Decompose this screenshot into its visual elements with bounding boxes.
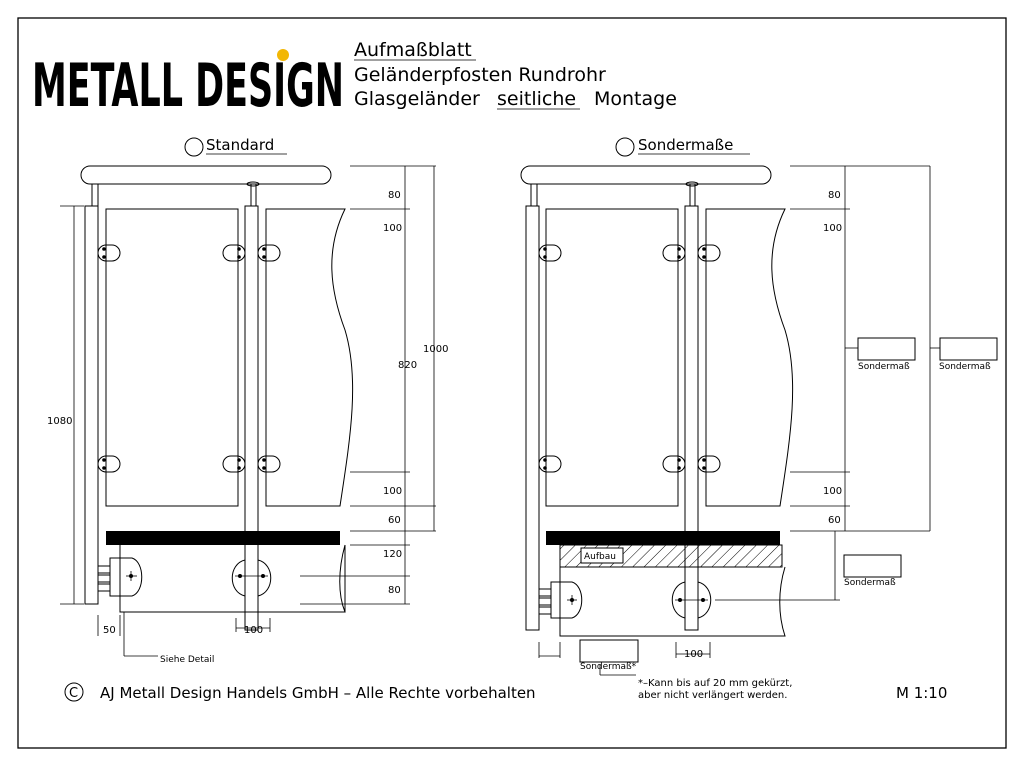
copyright-letter: C bbox=[69, 686, 78, 701]
sheet-frame bbox=[17, 17, 1007, 749]
dim-right-glass-top: 100 bbox=[823, 223, 842, 234]
title-mounting-emph: seitliche bbox=[497, 88, 576, 110]
brand-logo: METALL DESIGN bbox=[32, 51, 344, 121]
option-custom-checkbox[interactable] bbox=[615, 137, 635, 157]
custom-size-field-slab[interactable] bbox=[843, 554, 902, 578]
dim-right-floor-gap: 60 bbox=[828, 515, 841, 526]
dim-left-flange-width: 50 bbox=[103, 625, 116, 636]
custom-size-field-buildup[interactable] bbox=[579, 639, 639, 663]
dim-left-floor-gap: 60 bbox=[388, 515, 401, 526]
title-mounting-prefix: Glasgeländer bbox=[354, 88, 480, 110]
dim-left-slab: 120 bbox=[383, 549, 402, 560]
dimension-lines-custom bbox=[715, 165, 940, 601]
dim-left-bolt-spacing: 100 bbox=[244, 625, 263, 636]
copyright-icon bbox=[64, 682, 84, 702]
dim-right-bolt-spacing: 100 bbox=[684, 649, 703, 660]
brand-logo-dot bbox=[277, 49, 289, 61]
title-sheet-type: Aufmaßblatt bbox=[354, 39, 472, 61]
dimension-lines-standard bbox=[60, 165, 436, 605]
option-standard-checkbox[interactable] bbox=[184, 137, 204, 157]
dim-left-total-height: 1080 bbox=[47, 416, 72, 427]
label-build-up: Aufbau bbox=[584, 552, 616, 562]
footer-company: AJ Metall Design Handels GmbH – Alle Rec… bbox=[100, 684, 536, 702]
label-custom-overall: Sondermaß bbox=[939, 362, 991, 372]
option-standard-label: Standard bbox=[206, 136, 274, 154]
custom-size-field-overall[interactable] bbox=[939, 337, 998, 361]
dim-left-glass-bottom: 100 bbox=[383, 486, 402, 497]
footer-scale: M 1:10 bbox=[896, 684, 947, 702]
custom-size-field-glass[interactable] bbox=[857, 337, 916, 361]
title-mounting-suffix: Montage bbox=[594, 88, 677, 110]
dim-left-overall-rail: 1000 bbox=[423, 344, 448, 355]
title-post-type: Geländerpfosten Rundrohr bbox=[354, 64, 606, 86]
glass-clamp bbox=[97, 244, 281, 473]
dim-left-glass-top: 100 bbox=[383, 223, 402, 234]
label-custom-glass: Sondermaß bbox=[858, 362, 910, 372]
dim-left-rail-gap: 80 bbox=[388, 190, 401, 201]
option-custom-label: Sondermaße bbox=[638, 136, 733, 154]
dim-right-rail-gap: 80 bbox=[828, 190, 841, 201]
label-see-detail: Siehe Detail bbox=[160, 655, 214, 665]
drawing-standard bbox=[80, 165, 354, 657]
dim-left-bolt-offset: 80 bbox=[388, 585, 401, 596]
drawing-custom bbox=[520, 165, 794, 676]
note-line-1: *–Kann bis auf 20 mm gekürzt, bbox=[638, 678, 792, 689]
dim-left-glass-height: 820 bbox=[398, 360, 417, 371]
label-custom-slab: Sondermaß bbox=[844, 578, 896, 588]
label-custom-buildup: Sondermaß* bbox=[580, 662, 637, 672]
note-line-2: aber nicht verlängert werden. bbox=[638, 690, 787, 701]
dim-right-glass-bottom: 100 bbox=[823, 486, 842, 497]
